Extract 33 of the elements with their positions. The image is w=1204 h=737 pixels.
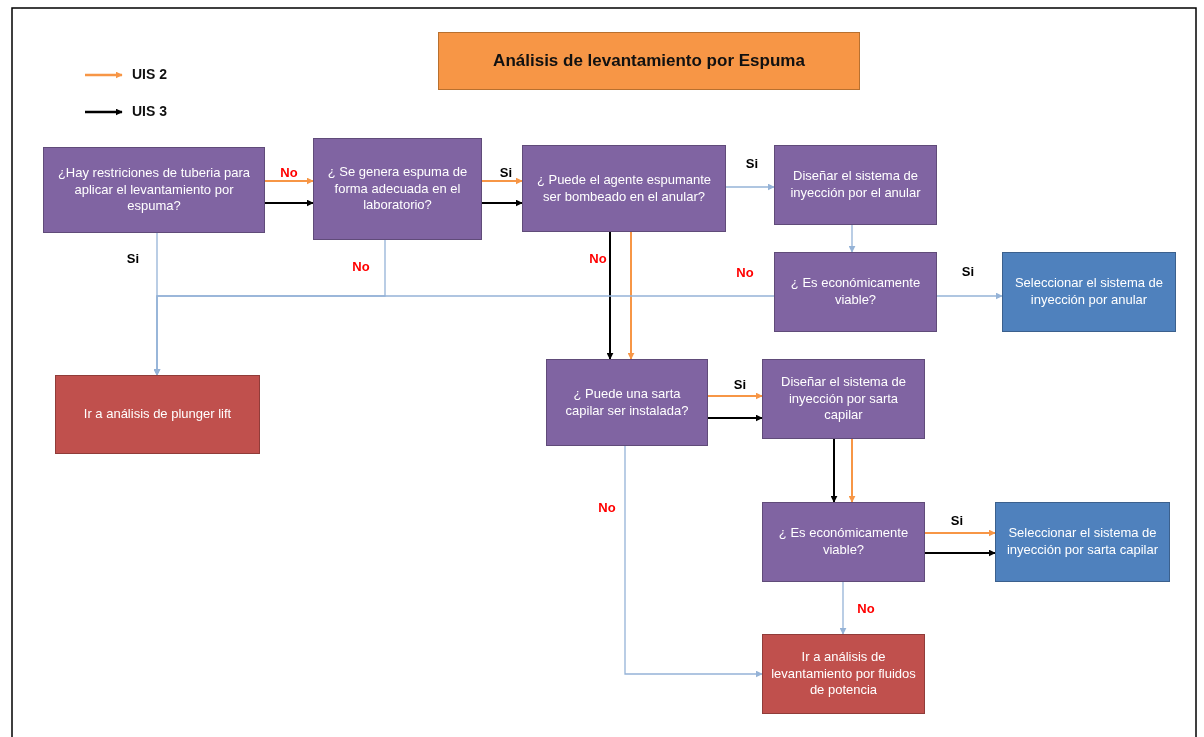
arrow	[264, 177, 314, 185]
process-box: Diseñar el sistema de inyección por el anular	[774, 145, 937, 225]
arrow	[481, 199, 523, 207]
arrow	[627, 231, 635, 360]
decision-box: ¿ Es económicamente viable?	[774, 252, 937, 332]
result-box: Seleccionar el sistema de inyección por anular	[1002, 252, 1176, 332]
arrow	[707, 392, 763, 400]
arrow	[707, 414, 763, 422]
title-banner: Análisis de levantamiento por Espuma	[438, 32, 860, 90]
legend-label: UIS 2	[132, 66, 167, 82]
arrow	[725, 183, 775, 191]
result-box: Seleccionar el sistema de inyección por sarta capilar	[995, 502, 1170, 582]
decision-box: ¿Hay restriciones de tuberia para aplicar el levantamiento por espuma?	[43, 147, 265, 233]
arrow	[924, 529, 996, 537]
legend-label: UIS 3	[132, 103, 167, 119]
arrow	[839, 581, 847, 635]
arrow	[936, 292, 1003, 300]
decision-box: ¿ Puede una sarta capilar ser instalada?	[546, 359, 708, 446]
arrow	[830, 438, 838, 503]
arrow	[848, 224, 856, 253]
process-box: Diseñar el sistema de inyección por sarta capilar	[762, 359, 925, 439]
decision-box: ¿ Se genera espuma de forma adecuada en el laboratorio?	[313, 138, 482, 240]
terminal-box: Ir a análisis de levantamiento por fluidos de potencia	[762, 634, 925, 714]
decision-box: ¿ Es económicamente viable?	[762, 502, 925, 582]
arrow	[848, 438, 856, 503]
decision-box: ¿ Puede el agente espumante ser bombeado en el anular?	[522, 145, 726, 232]
arrow	[924, 549, 996, 557]
arrow	[153, 295, 775, 376]
arrow	[606, 231, 614, 360]
terminal-box: Ir a análisis de plunger lift	[55, 375, 260, 454]
arrow	[624, 445, 763, 678]
arrow	[264, 199, 314, 207]
arrow	[481, 177, 523, 185]
